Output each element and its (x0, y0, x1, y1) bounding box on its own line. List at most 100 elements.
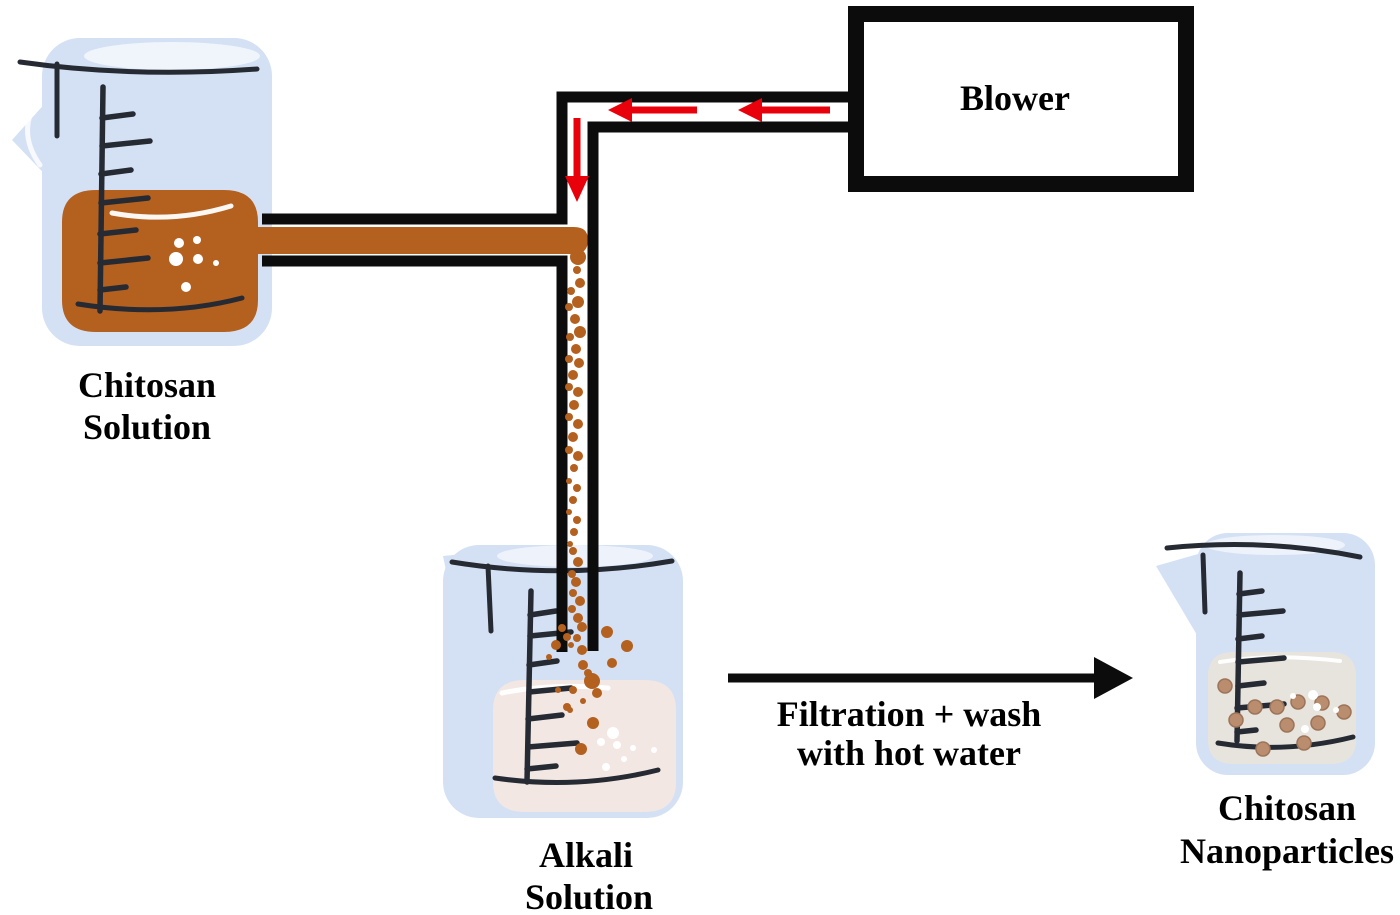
dot (1296, 735, 1312, 751)
dot (569, 547, 577, 555)
dot (613, 741, 621, 749)
dot (1217, 678, 1233, 694)
glass-highlight (497, 545, 653, 567)
dot (1336, 704, 1352, 720)
dot (1313, 703, 1321, 711)
dot (572, 296, 584, 308)
dot (577, 622, 587, 632)
dot (568, 605, 576, 613)
arrow-head (1094, 657, 1133, 699)
beaker-rim-line (1164, 542, 1363, 560)
dot (568, 642, 574, 648)
pipe-right-wall (587, 121, 849, 651)
dot (565, 355, 573, 363)
dot (587, 717, 599, 729)
dot (569, 400, 579, 410)
dot (575, 278, 585, 288)
dot (569, 589, 577, 597)
dot (575, 596, 585, 606)
alkali-bubbles (597, 727, 657, 771)
nanoparticle-dots (1217, 678, 1352, 757)
dot (574, 326, 586, 338)
dot (573, 419, 583, 429)
dot (573, 613, 583, 623)
dot (169, 252, 183, 266)
dot (1308, 690, 1318, 700)
dot (568, 432, 578, 442)
dot (174, 238, 184, 248)
dot (1228, 712, 1244, 728)
airflow-arrows (565, 98, 830, 202)
dot (1247, 699, 1263, 715)
dot (573, 634, 581, 642)
dot (570, 314, 580, 324)
dot (1301, 725, 1309, 733)
dot (181, 282, 191, 292)
dot (592, 688, 602, 698)
dot (213, 260, 219, 266)
dot (1255, 741, 1271, 757)
dot (578, 660, 588, 670)
dot (573, 484, 581, 492)
dot (563, 633, 571, 641)
airflow-arrow-left-outer (738, 98, 830, 122)
dot (573, 516, 581, 524)
dot (580, 698, 586, 704)
dot (601, 626, 613, 638)
dot (567, 707, 573, 713)
dot (570, 249, 586, 265)
chitosan-nanoparticles-beaker (1156, 533, 1375, 775)
liquid-surface-highlight (109, 203, 234, 220)
dot (584, 673, 600, 689)
spout-edge-line (1200, 552, 1208, 615)
chitosan-feed-tube (235, 227, 588, 254)
dot (621, 756, 627, 762)
dot (546, 654, 552, 660)
dot (565, 383, 573, 391)
dot (193, 236, 201, 244)
dot (571, 577, 581, 587)
spout-highlight (25, 112, 43, 168)
dot (575, 743, 587, 755)
dot (569, 686, 577, 694)
beaker-rim-line (17, 59, 260, 75)
dot (567, 541, 573, 547)
dot (567, 287, 575, 295)
pipe-top-wall (262, 91, 849, 225)
alkali-label-line1: Alkali (539, 835, 633, 875)
filtration-arrow: Filtration + wash with hot water (728, 657, 1133, 773)
dot (621, 640, 633, 652)
filtration-label-line1: Filtration + wash (777, 694, 1042, 734)
liquid-bottom-line (1215, 734, 1356, 750)
beaker-labels: Chitosan Solution Alkali Solution Chitos… (78, 365, 1394, 915)
air-pipe-lines (262, 91, 849, 652)
dot (573, 451, 583, 461)
dot (602, 763, 610, 771)
dot (1333, 707, 1339, 713)
dot (573, 387, 583, 397)
dot (566, 509, 572, 515)
dot (551, 640, 561, 650)
dot (558, 624, 566, 632)
nanoparticles-label-line2: Nanoparticles (1180, 831, 1394, 871)
droplets-entering-alkali (546, 624, 633, 755)
blower-box (848, 6, 1194, 192)
dot (193, 254, 203, 264)
dot (565, 303, 573, 311)
blower-label: Blower (960, 78, 1070, 118)
graduation-marks (97, 84, 153, 314)
liquid-bottom-line (492, 767, 661, 785)
dot (565, 446, 573, 454)
chitosan-bubbles (169, 236, 219, 292)
dot (565, 413, 573, 421)
airflow-arrow-down (565, 118, 589, 202)
dot (1269, 699, 1285, 715)
dot (566, 333, 574, 341)
dot (574, 358, 584, 368)
filtration-label-line2: with hot water (797, 733, 1021, 773)
dot (573, 557, 583, 567)
dot (1290, 693, 1296, 699)
airflow-arrow-left-inner (608, 98, 697, 122)
